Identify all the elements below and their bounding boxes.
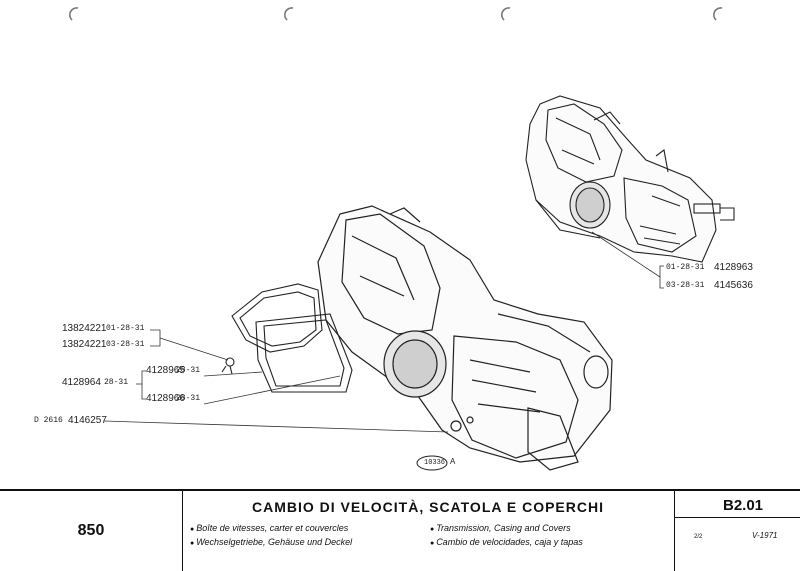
exploded-drawing <box>68 7 735 471</box>
pn-gasket-kit-number: 4128964 <box>62 377 101 388</box>
pn-gearbox-1-code: 01-28-31 <box>666 263 705 272</box>
divider <box>674 517 800 518</box>
leader-lines <box>103 231 664 433</box>
pn-screw-b-number: 13824221 <box>62 339 107 350</box>
pn-gearbox-2-code: 03-28-31 <box>666 281 705 290</box>
pn-screw-a-number: 13824221 <box>62 323 107 334</box>
pn-bolt-number: 4146257 <box>68 415 107 426</box>
translations-right: Transmission, Casing and Covers Cambio d… <box>430 522 583 550</box>
translations-left: Boîte de vitesses, carter et couvercles … <box>190 522 352 550</box>
figure-ref-oval <box>416 455 448 471</box>
footer-title-block: 850 CAMBIO DI VELOCITÀ, SCATOLA E COPERC… <box>0 489 800 571</box>
gearbox-assembly-main <box>317 205 613 471</box>
divider <box>674 491 675 571</box>
pn-gasket-2-number: 4128966 <box>146 393 185 404</box>
gearbox-assembly-small <box>525 95 735 263</box>
pn-gasket-kit-code: 28-31 <box>104 378 129 387</box>
section-code: B2.01 <box>722 497 764 514</box>
pn-screw-b-code: 03-28-31 <box>106 340 145 349</box>
pn-gasket-1-number: 4128965 <box>146 365 185 376</box>
page-title: CAMBIO DI VELOCITÀ, SCATOLA E COPERCHI <box>252 499 604 515</box>
pn-screw-a-code: 01-28-31 <box>106 324 145 333</box>
pn-bolt-prefix: D 2616 <box>34 416 63 425</box>
issue-date: V-1971 <box>752 531 778 540</box>
figure-ref-number: 10336 <box>424 459 446 467</box>
translation-english: Transmission, Casing and Covers <box>430 522 583 536</box>
binder-holes <box>68 7 723 21</box>
translation-spanish: Cambio de velocidades, caja y tapas <box>430 536 583 550</box>
pn-gasket-2-code: 28-31 <box>176 394 201 403</box>
divider <box>182 491 183 571</box>
translation-german: Wechselgetriebe, Gehäuse und Deckel <box>190 536 352 550</box>
model-number: 850 <box>77 522 105 539</box>
figure-ref-suffix: A <box>450 457 456 466</box>
sheet-number: 2/2 <box>694 534 703 540</box>
gaskets <box>221 283 353 393</box>
pn-gasket-1-code: 28-31 <box>176 366 201 375</box>
pn-gearbox-1-number: 4128963 <box>714 262 753 273</box>
pn-gearbox-2-number: 4145636 <box>714 280 753 291</box>
translation-french: Boîte de vitesses, carter et couvercles <box>190 522 352 536</box>
